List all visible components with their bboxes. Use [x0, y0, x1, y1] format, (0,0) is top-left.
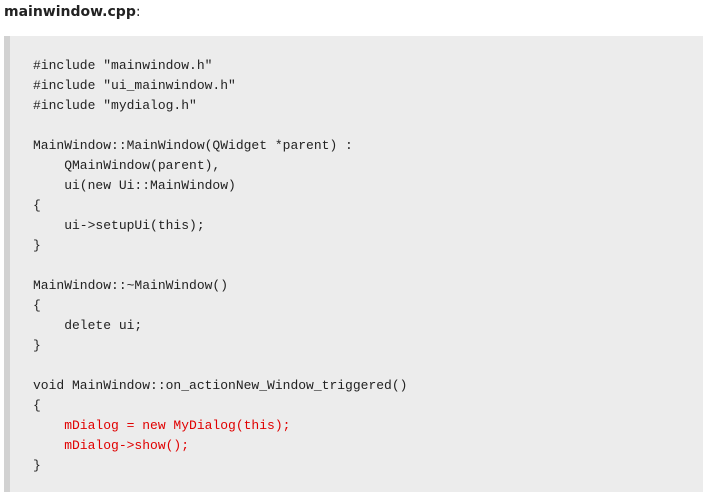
code-line [33, 116, 407, 136]
code-line: { [33, 398, 41, 413]
code-line-highlighted: mDialog->show(); [33, 438, 190, 453]
code-line: void MainWindow::on_actionNew_Window_tri… [33, 378, 408, 393]
code-block: #include "mainwindow.h" #include "ui_main… [4, 36, 703, 492]
code-listing: #include "mainwindow.h" #include "ui_main… [33, 56, 407, 476]
code-line: } [33, 458, 41, 473]
code-line [33, 256, 407, 276]
code-line: #include "mainwindow.h" [33, 58, 213, 73]
code-line [33, 356, 407, 376]
code-line: #include "mydialog.h" [33, 98, 197, 113]
code-line: ui(new Ui::MainWindow) [33, 178, 236, 193]
code-line: { [33, 198, 41, 213]
code-line: MainWindow::~MainWindow() [33, 278, 229, 293]
code-line-highlighted: mDialog = new MyDialog(this); [33, 418, 291, 433]
code-line: } [33, 238, 41, 253]
code-block-left-bar [4, 36, 10, 492]
file-heading-colon: : [135, 4, 141, 20]
file-heading: mainwindow.cpp: [4, 2, 141, 22]
code-line: MainWindow::MainWindow(QWidget *parent) … [33, 138, 353, 153]
file-name: mainwindow.cpp [4, 4, 136, 20]
code-line: ui->setupUi(this); [33, 218, 205, 233]
code-line: #include "ui_mainwindow.h" [33, 78, 236, 93]
code-line: QMainWindow(parent), [33, 158, 221, 173]
code-line: } [33, 338, 41, 353]
code-line: delete ui; [33, 318, 143, 333]
code-line: { [33, 298, 41, 313]
